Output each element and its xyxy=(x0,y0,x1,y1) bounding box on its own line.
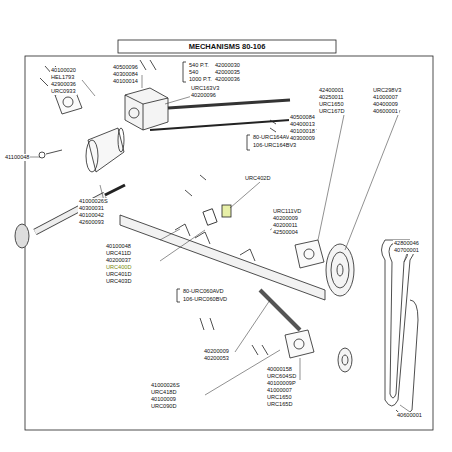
callout-number: 1000 P.T. xyxy=(188,76,213,83)
callout-number: 42500004 xyxy=(272,229,299,236)
callout-number: 42000036 xyxy=(214,76,241,83)
callout-number: URC167D xyxy=(318,108,346,115)
callout-number: 40600001 xyxy=(372,108,399,115)
callout-number: 40200009 xyxy=(203,348,230,355)
callout-number: 40100014 xyxy=(112,78,139,85)
bolt xyxy=(40,60,276,355)
callout-number: 40100042 xyxy=(78,212,105,219)
main-beam xyxy=(120,120,325,300)
callout-number: 40200053 xyxy=(203,355,230,362)
v-belt xyxy=(382,240,419,415)
bracket xyxy=(247,135,250,150)
callout-number: 40500096 xyxy=(112,64,139,71)
callout-number: 42800046 xyxy=(393,240,420,247)
leader-line xyxy=(30,75,410,412)
callout-number: 41000026S xyxy=(78,198,109,205)
callout-number: 41000026S xyxy=(150,382,181,389)
callout-number: 42600093 xyxy=(78,219,105,226)
callout-number: 42000035 xyxy=(214,69,241,76)
callout-number: 540 xyxy=(188,69,199,76)
title-frame xyxy=(118,40,336,53)
callout-number: URC1650 xyxy=(318,101,345,108)
callout-number: URC402D xyxy=(244,175,272,182)
callout-number: 41000007 xyxy=(372,94,399,101)
callout-number: 40300084 xyxy=(112,71,139,78)
callout-number: 42400001 xyxy=(318,87,345,94)
gearbox xyxy=(125,88,290,130)
cone-guard xyxy=(86,128,124,172)
callout-number: 40200096 xyxy=(190,92,217,99)
callout-number: 41100048 xyxy=(4,154,30,161)
callout-number: 42000030 xyxy=(214,62,241,69)
callout-number: 40300031 xyxy=(78,205,105,212)
callout-number: URC0933 xyxy=(50,88,77,95)
callout-number: 80-URC164AV3 xyxy=(252,134,294,141)
callout-number: 40100009P xyxy=(266,380,297,387)
callout-number: URC418D xyxy=(150,389,178,396)
callout-number: 40100018 xyxy=(289,128,316,135)
callout-number: URC298V3 xyxy=(372,87,402,94)
callout-number: 106-URC060BVD xyxy=(182,296,228,303)
callout-number: URC604SD xyxy=(266,373,297,380)
callout-number: 40100048 xyxy=(105,243,132,250)
callout-number: URC163V3 xyxy=(190,85,220,92)
callout-number: 106-URC164BV3 xyxy=(252,142,297,149)
callout-number: 80-URC060AVD xyxy=(182,288,225,295)
diagram-frame xyxy=(25,56,433,430)
diagram-title: MECHANISMS 80-106 xyxy=(189,42,266,51)
callout-number: 42900036 xyxy=(50,81,77,88)
callout-number: 40200009 xyxy=(272,215,299,222)
pulley xyxy=(326,244,354,372)
callout-number: HEL1793 xyxy=(50,74,75,81)
bracket xyxy=(177,289,180,302)
callout-number: 40100020 xyxy=(50,67,77,74)
callout-number: URC400D xyxy=(105,264,133,271)
callout-number: URC111VD xyxy=(272,208,302,215)
callout-number: 40400009 xyxy=(372,101,399,108)
callout-number: 40000158 xyxy=(266,366,293,373)
callout-number: URC401D xyxy=(105,271,133,278)
callout-number: 40600001 xyxy=(396,412,423,419)
callout-number: URC090D xyxy=(150,403,178,410)
callout-number: URC1650 xyxy=(266,394,293,401)
bearing xyxy=(260,115,324,358)
callout-number: 40500084 xyxy=(289,114,316,121)
callout-number: 40200037 xyxy=(105,257,132,264)
callout-number: URC403D xyxy=(105,278,133,285)
callout-number: 40250011 xyxy=(318,94,344,101)
callout-number: 41000007 xyxy=(266,387,293,394)
callout-number: URC165D xyxy=(266,401,294,408)
callout-number: 40700001 xyxy=(393,247,420,254)
callout-number: 40100009 xyxy=(150,396,177,403)
callout-number: 40300009 xyxy=(289,135,316,142)
bracket xyxy=(183,62,186,82)
callout-number: 40200011 xyxy=(272,222,298,229)
callout-number: 40400013 xyxy=(289,121,316,128)
pto-shaft xyxy=(15,150,125,248)
callout-number: 540 P.T. xyxy=(188,62,210,69)
callout-number: URC411D xyxy=(105,250,132,257)
